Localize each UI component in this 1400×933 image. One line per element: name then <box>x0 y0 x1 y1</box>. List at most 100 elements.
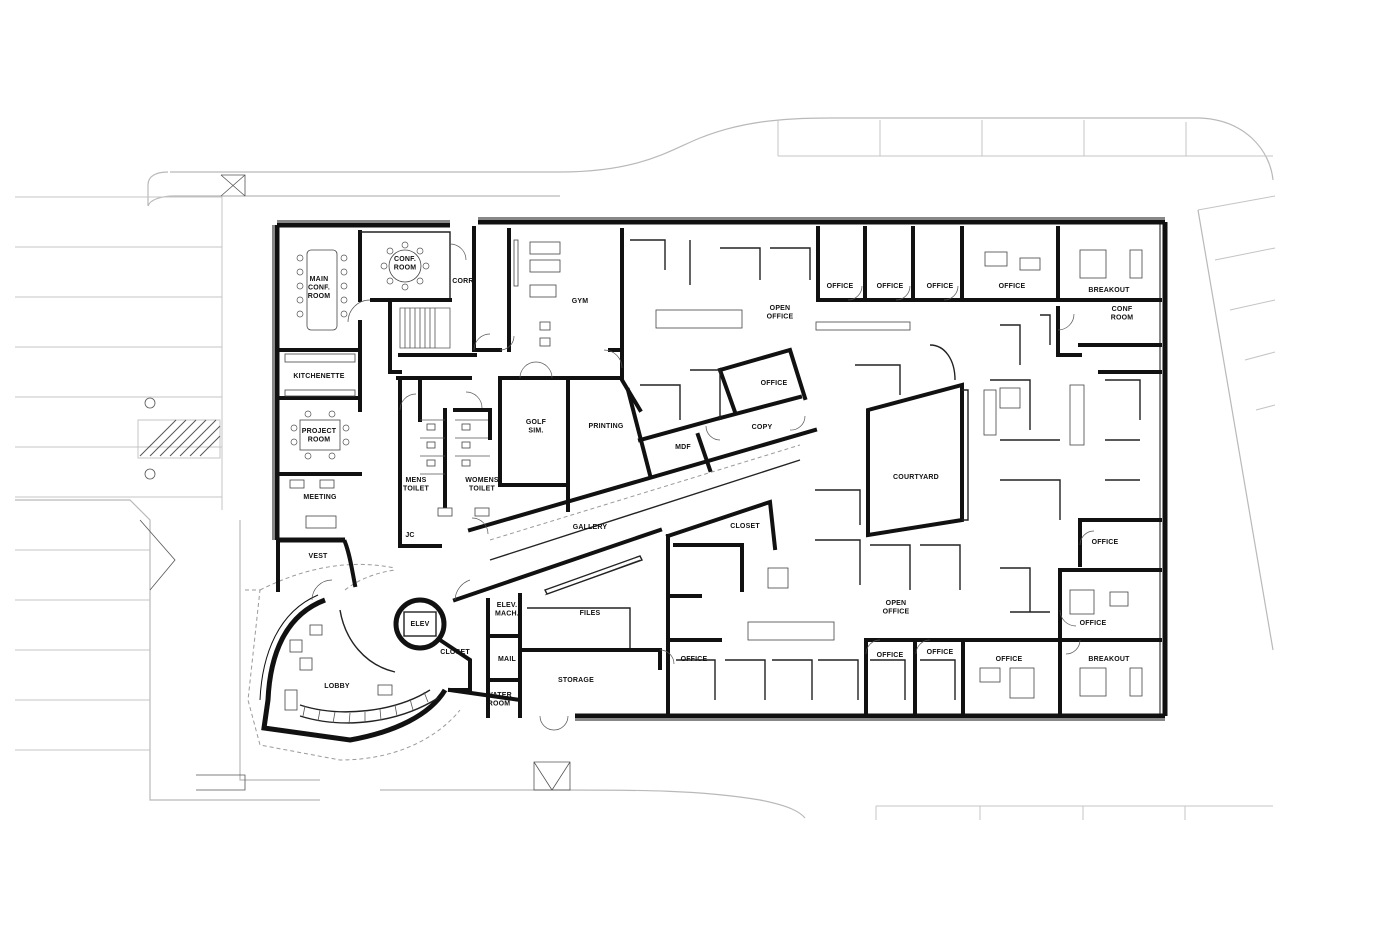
room-label-line: PRINTING <box>588 423 623 430</box>
room-label: VEST <box>308 553 328 560</box>
room-label: MEETING <box>303 494 337 501</box>
room-label-line: ROOM <box>308 293 331 300</box>
room-label-line: OFFICE <box>877 283 904 290</box>
room-label: OFFICE <box>927 649 954 656</box>
room-label: LOBBY <box>324 683 350 690</box>
room-label: GALLERY <box>573 524 608 531</box>
room-label-line: OFFICE <box>927 649 954 656</box>
room-label: OFFICE <box>1092 539 1119 546</box>
doors <box>311 243 1095 731</box>
room-label: BREAKOUT <box>1088 656 1130 663</box>
room-label-line: VEST <box>308 553 328 560</box>
room-label-line: BREAKOUT <box>1088 287 1130 294</box>
room-label: BREAKOUT <box>1088 287 1130 294</box>
room-label: CORR <box>452 278 473 285</box>
room-label-line: OFFICE <box>1092 539 1119 546</box>
site-context <box>15 117 1276 820</box>
room-label-line: OFFICE <box>761 380 788 387</box>
room-label: GOLF SIM. <box>526 419 547 435</box>
room-label-line: TOILET <box>403 486 429 493</box>
room-label-line: CLOSET <box>730 523 760 530</box>
room-label-line: OFFICE <box>1080 620 1107 627</box>
room-label: OFFICE <box>877 652 904 659</box>
room-label-line: CONF. <box>308 285 330 292</box>
room-label-line: CLOSET <box>440 649 470 656</box>
accessible-parking-icon <box>144 397 156 480</box>
room-label: COURTYARD <box>893 474 939 481</box>
room-label-line: GALLERY <box>573 524 608 531</box>
room-label: MAIL <box>498 656 516 663</box>
room-label-line: JC <box>405 532 414 539</box>
room-label-line: ROOM <box>488 701 511 708</box>
room-label: CONF. ROOM <box>394 256 417 272</box>
room-label-line: ROOM <box>1111 315 1134 322</box>
room-label-line: KITCHENETTE <box>293 373 344 380</box>
building-shell <box>245 217 1168 761</box>
room-label-line: SIM. <box>528 428 543 435</box>
room-label-line: OFFICE <box>927 283 954 290</box>
room-label-line: ROOM <box>394 265 417 272</box>
room-label: OFFICE <box>681 656 708 663</box>
room-label-line: ELEV <box>410 621 429 628</box>
room-label: JC <box>405 532 414 539</box>
room-label: MENS TOILET <box>403 477 429 493</box>
room-label-line: OFFICE <box>883 609 910 616</box>
room-label-line: OFFICE <box>999 283 1026 290</box>
room-label-line: CONF. <box>394 256 416 263</box>
room-label-line: OFFICE <box>681 656 708 663</box>
room-label: OFFICE <box>761 380 788 387</box>
room-label-line: MENS <box>405 477 426 484</box>
room-label-line: MDF <box>675 444 691 451</box>
room-label-line: MEETING <box>303 494 337 501</box>
hatched-access-aisle <box>139 419 221 457</box>
room-label-line: ELEV. <box>497 602 518 609</box>
room-label-line: OPEN <box>770 305 791 312</box>
room-label-line: ROOM <box>308 437 331 444</box>
room-label: STORAGE <box>558 677 594 684</box>
room-label: CLOSET <box>440 649 470 656</box>
room-label-line: OFFICE <box>767 314 794 321</box>
room-label-line: LOBBY <box>324 683 350 690</box>
room-label-line: TOILET <box>469 486 495 493</box>
room-label: CONF ROOM <box>1111 306 1134 322</box>
room-label: PRINTING <box>588 423 623 430</box>
room-label-line: CONF <box>1112 306 1133 313</box>
room-label: OFFICE <box>827 283 854 290</box>
room-label: OPEN OFFICE <box>883 600 910 616</box>
room-label-line: OPEN <box>886 600 907 607</box>
room-label-line: MAIN <box>310 276 329 283</box>
furniture <box>284 239 1143 711</box>
room-label: COPY <box>752 424 773 431</box>
room-label-line: WOMENS <box>465 477 499 484</box>
room-label-line: COPY <box>752 424 773 431</box>
room-label: GYM <box>572 298 589 305</box>
room-label-line: WATER <box>486 692 512 699</box>
room-label-line: BREAKOUT <box>1088 656 1130 663</box>
room-label: FILES <box>580 610 601 617</box>
room-label: CLOSET <box>730 523 760 530</box>
room-label-line: GOLF <box>526 419 547 426</box>
room-label-line: OFFICE <box>827 283 854 290</box>
interior-walls <box>275 226 1162 725</box>
room-label: MDF <box>675 444 691 451</box>
room-label: PROJECT ROOM <box>302 428 337 444</box>
room-label: OFFICE <box>1080 620 1107 627</box>
room-label-line: FILES <box>580 610 601 617</box>
room-label: ELEV. MACH. <box>495 602 519 618</box>
room-label: WATER ROOM <box>486 692 512 708</box>
room-label: OFFICE <box>927 283 954 290</box>
room-label-line: PROJECT <box>302 428 337 435</box>
room-label: WOMENS TOILET <box>465 477 499 493</box>
room-label-line: MAIL <box>498 656 516 663</box>
room-label-line: OFFICE <box>877 652 904 659</box>
room-label-line: CORR <box>452 278 473 285</box>
room-label-line: MACH. <box>495 611 519 618</box>
room-label-line: OFFICE <box>996 656 1023 663</box>
room-label: ELEV <box>410 621 429 628</box>
room-label-line: STORAGE <box>558 677 594 684</box>
room-label: MAIN CONF.ROOM <box>308 276 331 300</box>
room-label-line: GYM <box>572 298 589 305</box>
room-label: OFFICE <box>999 283 1026 290</box>
